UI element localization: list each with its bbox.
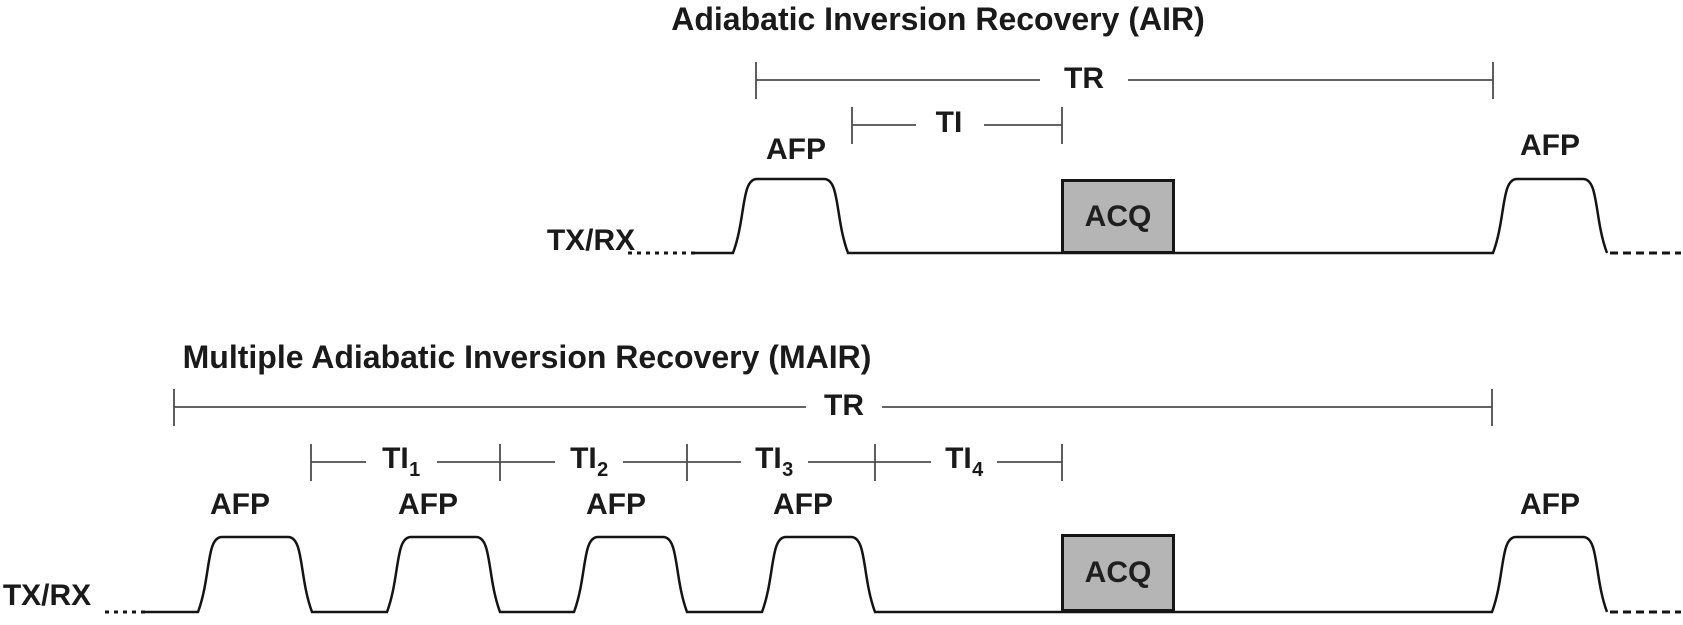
mair-acq-box: ACQ: [1061, 534, 1175, 612]
air-waveform: [695, 177, 1609, 255]
mair-ti2-label: TI2: [570, 442, 609, 481]
air-title: Adiabatic Inversion Recovery (AIR): [671, 1, 1205, 37]
mair-afp-label-1: AFP: [210, 488, 270, 521]
mair-tr-label: TR: [824, 389, 864, 422]
air-tr-bracket: [755, 62, 1494, 99]
air-afp-label-right: AFP: [1520, 129, 1580, 162]
mair-afp-label-right: AFP: [1520, 488, 1580, 521]
mair-waveform: [145, 535, 1609, 614]
mair-ti4-label: TI4: [945, 442, 984, 481]
mair-tr-bracket: [173, 389, 1493, 426]
mair-txrx-label: TX/RX: [2, 579, 92, 612]
air-txrx-label: TX/RX: [546, 224, 636, 257]
air-afp-label-left: AFP: [766, 133, 826, 166]
mair-title: Multiple Adiabatic Inversion Recovery (M…: [182, 339, 872, 375]
air-acq-label: ACQ: [1084, 199, 1152, 233]
air-tr-label: TR: [1064, 62, 1104, 95]
mair-afp-label-3: AFP: [586, 488, 646, 521]
mair-acq-label: ACQ: [1084, 556, 1152, 589]
mair-ti-brackets: [310, 444, 1063, 481]
air-ti-label: TI: [935, 106, 963, 139]
mair-afp-label-4: AFP: [773, 488, 833, 521]
mair-afp-label-2: AFP: [398, 488, 458, 521]
mair-ti3-label: TI3: [755, 442, 794, 481]
mair-ti1-label: TI1: [382, 442, 421, 481]
air-ti-bracket: [851, 107, 1063, 144]
air-acq-box: ACQ: [1061, 179, 1175, 254]
